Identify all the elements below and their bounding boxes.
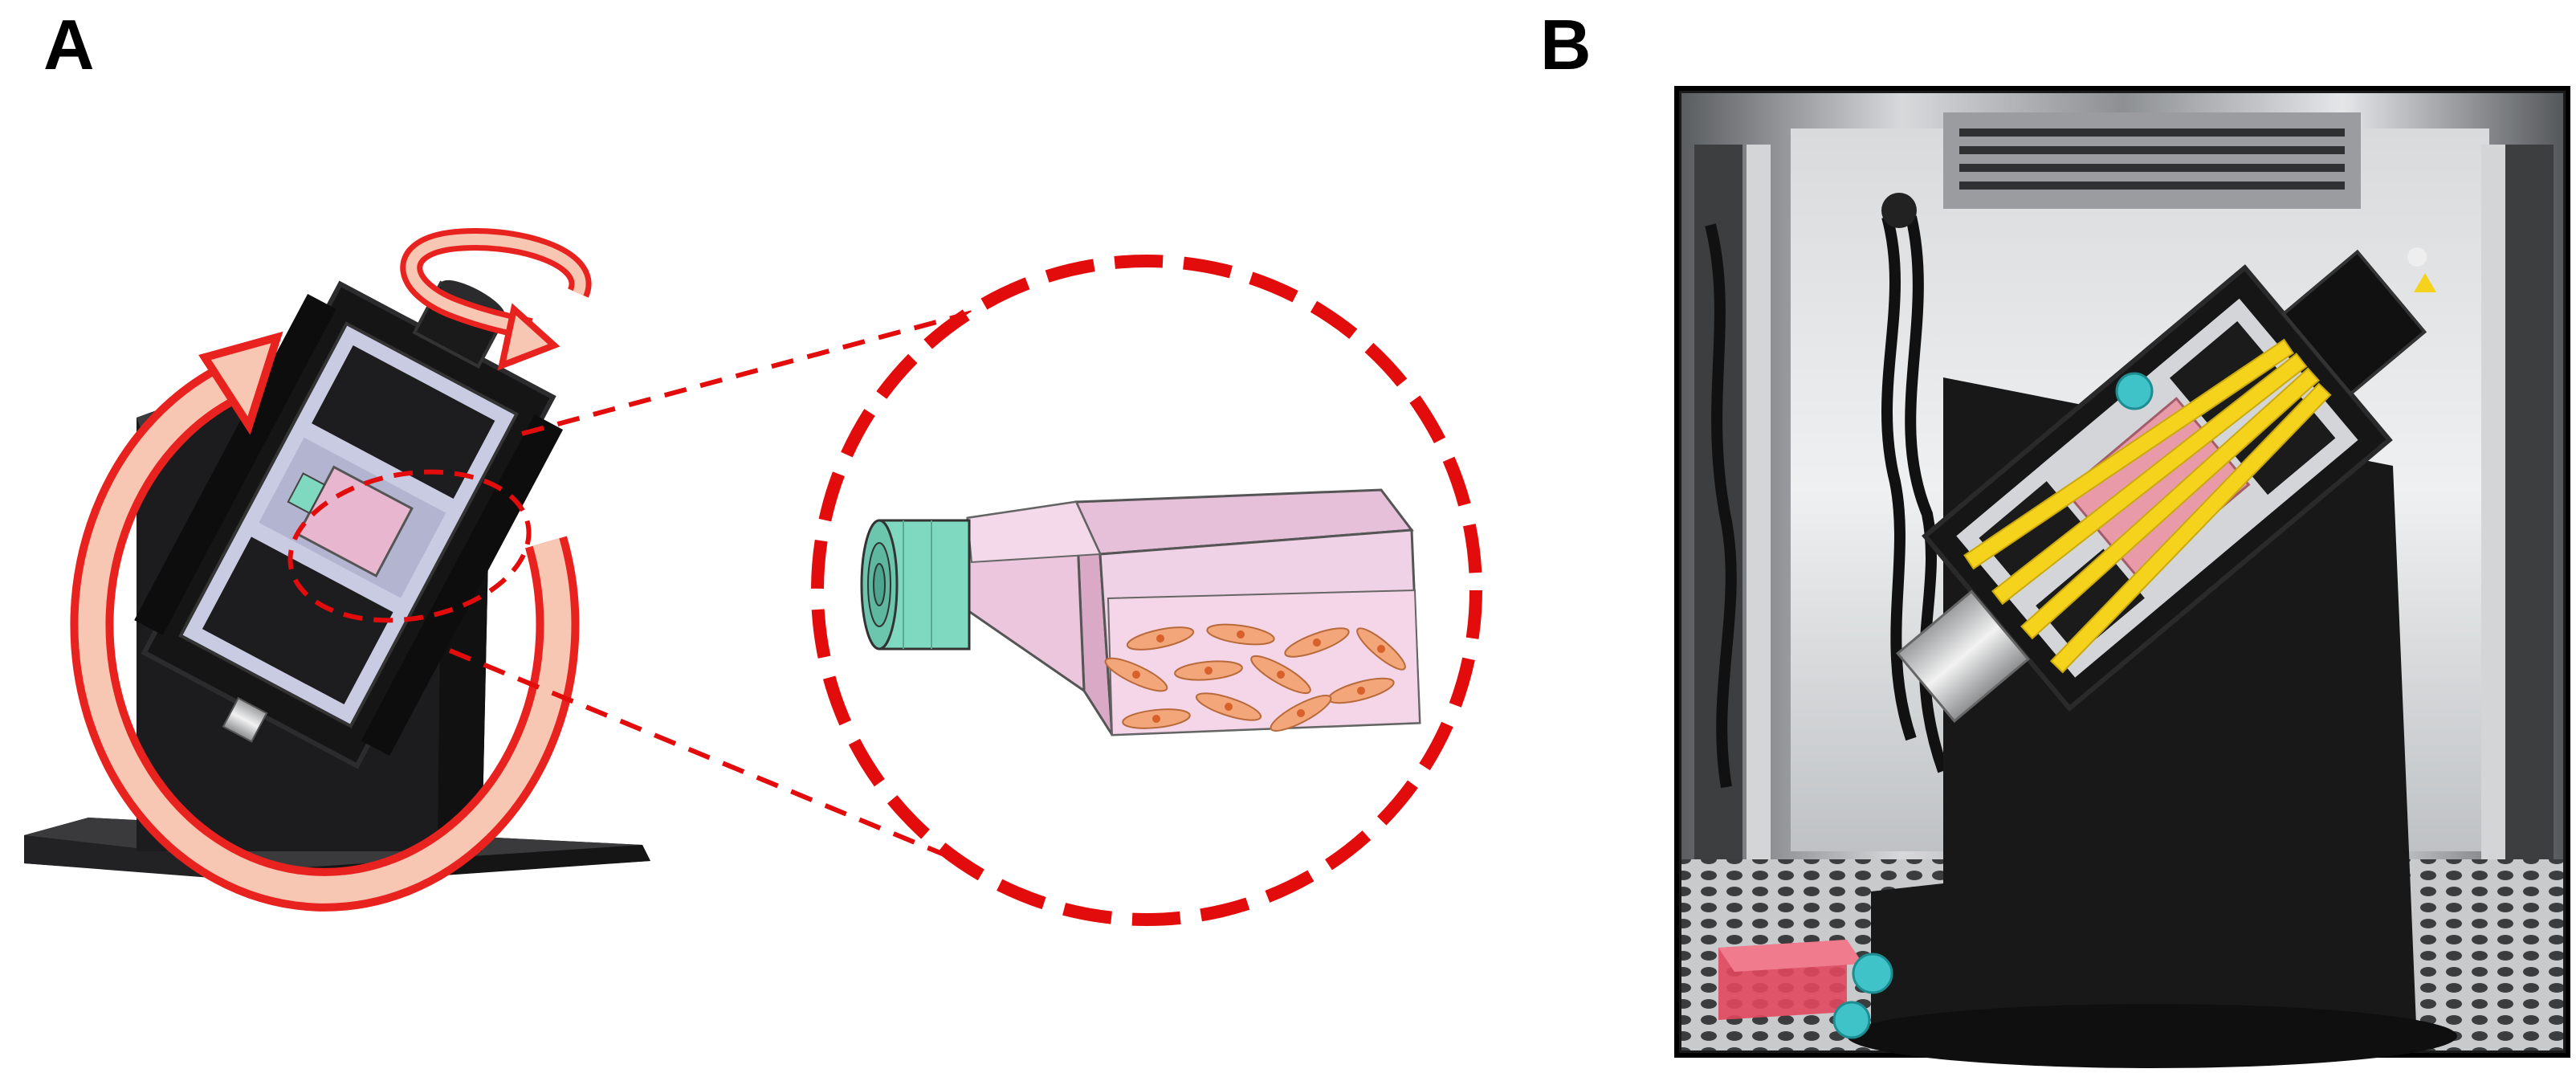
incubator-vent <box>1943 112 2361 209</box>
photo-motor <box>2281 249 2427 397</box>
cell-icon <box>1356 627 1406 671</box>
yellow-straps <box>1963 338 2332 674</box>
cell-icon <box>1122 708 1191 729</box>
cell-icon <box>1174 660 1243 681</box>
zoom-source-ellipse <box>287 469 532 623</box>
device-holder <box>1896 249 2427 723</box>
shelf-flask <box>1718 940 1893 1039</box>
flask-cap-icon <box>860 519 971 651</box>
panel-label-b: B <box>1540 5 1592 84</box>
cell-icon <box>1270 695 1332 732</box>
panel-label-a: A <box>43 5 95 84</box>
cells <box>1104 623 1406 732</box>
cell-icon <box>1126 626 1195 651</box>
cell-icon <box>1104 657 1168 692</box>
silver-counterweight <box>1896 589 2030 723</box>
cell-icon <box>1284 627 1350 658</box>
rotating-holder <box>134 279 564 769</box>
panel-a-illustration <box>24 228 1482 926</box>
cell-icon <box>1206 623 1275 646</box>
rotation-arrow-icon <box>70 331 580 912</box>
zoom-connector-bottom <box>448 648 1094 918</box>
panel-b-photo <box>1674 86 2570 1068</box>
axial-rotation-arrow-icon <box>400 228 592 371</box>
cell-icon <box>1250 655 1311 695</box>
motor-label-icon <box>2407 247 2436 292</box>
cell-icon <box>1195 692 1262 721</box>
